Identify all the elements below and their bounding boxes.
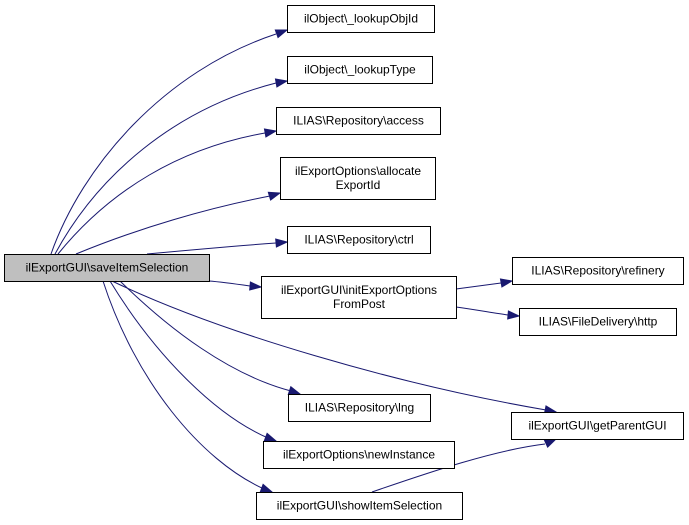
arrowhead-icon [274, 78, 289, 88]
node-box[interactable] [287, 56, 433, 84]
arrowhead-icon [275, 238, 289, 248]
node-box[interactable] [519, 308, 677, 336]
node-lookupType[interactable]: ilObject\_lookupType [287, 56, 433, 84]
edge-root-to-newInstance [109, 280, 269, 439]
node-box[interactable] [287, 5, 435, 33]
node-newInstance[interactable]: ilExportOptions\newInstance [263, 441, 455, 469]
arrowhead-icon [259, 483, 274, 493]
node-label: ILIAS\Repository\refinery [531, 264, 664, 278]
arrowhead-icon [267, 191, 282, 201]
node-label: ilObject\_lookupType [304, 63, 416, 77]
edge-root-to-getParentGUI [111, 280, 547, 411]
node-root[interactable]: ilExportGUI\saveItemSelection [4, 254, 210, 282]
node-box[interactable] [280, 157, 436, 200]
node-label: ilObject\_lookupObjId [304, 12, 418, 26]
node-label: ILIAS\Repository\lng [305, 401, 414, 415]
edge-root-to-lookupType [54, 82, 277, 255]
node-label: ilExportGUI\saveItemSelection [26, 261, 189, 275]
node-label: ExportId [336, 178, 381, 192]
node-label: ilExportOptions\newInstance [283, 448, 435, 462]
node-label: ILIAS\FileDelivery\http [539, 315, 658, 329]
node-access[interactable]: ILIAS\Repository\access [276, 107, 441, 135]
node-box[interactable] [263, 441, 455, 469]
node-box[interactable] [256, 492, 463, 520]
arrowhead-icon [263, 432, 278, 442]
edges-layer [50, 29, 558, 493]
arrowhead-icon [543, 438, 558, 449]
node-box[interactable] [4, 254, 210, 282]
edge-root-to-initExportOptionsFromPost [208, 280, 251, 287]
node-label: ilExportGUI\initExportOptions [281, 283, 437, 297]
node-box[interactable] [287, 226, 431, 254]
node-label: ILIAS\Repository\access [293, 114, 424, 128]
edge-root-to-allocateExportId [75, 195, 271, 255]
arrowhead-icon [263, 128, 278, 138]
arrowhead-icon [507, 310, 521, 320]
nodes-layer: ilExportGUI\saveItemSelection ilObject\_l… [4, 5, 684, 520]
edge-root-to-showItemSelection [102, 280, 265, 490]
node-showItemSelection[interactable]: ilExportGUI\showItemSelection [256, 492, 463, 520]
node-http[interactable]: ILIAS\FileDelivery\http [519, 308, 677, 336]
arrowhead-icon [249, 281, 263, 291]
edge-initExportOptionsFromPost-to-http [455, 306, 509, 316]
edge-root-to-lng [119, 280, 292, 392]
node-getParentGUI[interactable]: ilExportGUI\getParentGUI [511, 412, 684, 440]
arrowhead-icon [499, 278, 514, 288]
node-box[interactable] [512, 257, 684, 285]
arrowhead-icon [274, 29, 289, 39]
node-label: FromPost [333, 297, 386, 311]
node-ctrl[interactable]: ILIAS\Repository\ctrl [287, 226, 431, 254]
edge-root-to-ctrl [146, 242, 277, 255]
edge-root-to-access [57, 132, 266, 255]
node-label: ILIAS\Repository\ctrl [304, 233, 413, 247]
node-refinery[interactable]: ILIAS\Repository\refinery [512, 257, 684, 285]
node-box[interactable] [276, 107, 441, 135]
node-label: ilExportOptions\allocate [295, 164, 421, 178]
node-label: ilExportGUI\getParentGUI [528, 419, 666, 433]
node-label: ilExportGUI\showItemSelection [277, 499, 442, 513]
edge-root-to-lookupObjId [50, 33, 277, 255]
arrowhead-icon [287, 385, 302, 395]
node-lookupObjId[interactable]: ilObject\_lookupObjId [287, 5, 435, 33]
node-box[interactable] [511, 412, 684, 440]
node-box[interactable] [288, 394, 431, 422]
edge-showItemSelection-to-getParentGUI [371, 443, 546, 493]
node-box[interactable] [261, 276, 457, 319]
edge-initExportOptionsFromPost-to-refinery [455, 282, 502, 290]
node-lng[interactable]: ILIAS\Repository\lng [288, 394, 431, 422]
